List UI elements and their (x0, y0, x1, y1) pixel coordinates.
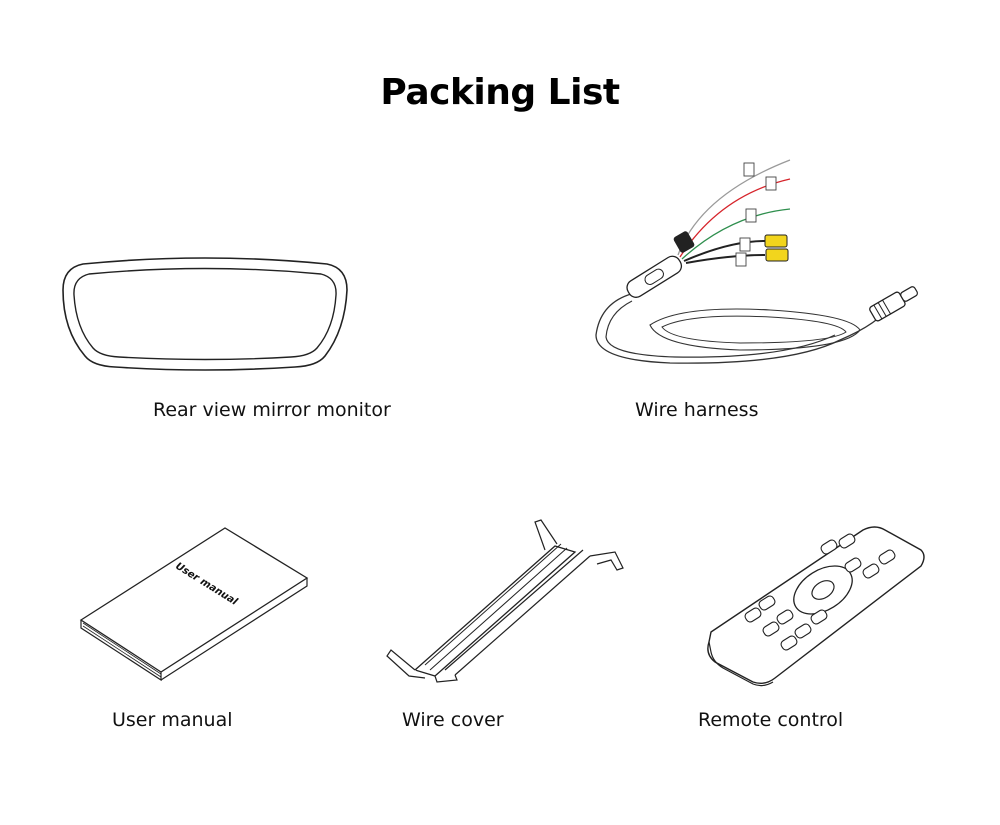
page-title: Packing List (380, 72, 620, 113)
item-label-wire-cover: Wire cover (402, 709, 504, 731)
item-label-remote-control: Remote control (698, 709, 844, 731)
rear-view-mirror-icon (62, 257, 348, 371)
remote-control-icon (707, 526, 925, 687)
user-manual-icon: User manual (79, 527, 309, 682)
item-label-wire-harness: Wire harness (635, 399, 759, 421)
wire-cover-icon (386, 519, 624, 683)
wire-harness-icon (595, 159, 918, 364)
item-label-user-manual: User manual (112, 709, 233, 731)
item-label-rear-view-mirror: Rear view mirror monitor (153, 399, 391, 421)
